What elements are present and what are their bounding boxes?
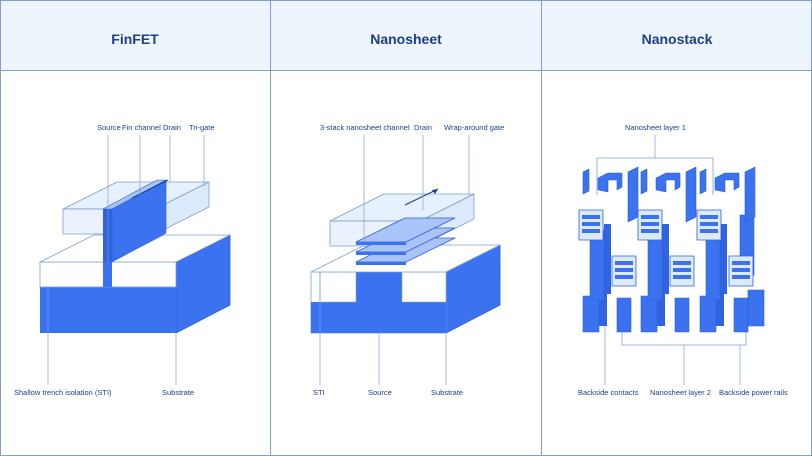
label-backside-power-rails: Backside power rails: [719, 388, 788, 397]
header-band: [0, 0, 812, 71]
label-nanosheet-layer-2: Nanosheet layer 2: [650, 388, 711, 397]
finfet-fin-front: [103, 209, 112, 262]
finfet-substrate-front: [40, 287, 176, 333]
label-backside-contacts: Backside contacts: [578, 388, 639, 397]
divider-1: [270, 0, 271, 456]
nanostack-rails: [582, 289, 765, 333]
label-wrap-around-gate: Wrap-around gate: [444, 123, 504, 132]
nanostack-upper-stacks: [578, 209, 722, 241]
label-sti: Shallow trench isolation (STI): [14, 388, 112, 397]
label-source: Source: [97, 123, 121, 132]
title-finfet: FinFET: [111, 31, 159, 47]
title-nanostack: Nanostack: [641, 31, 713, 47]
nanostack-diagram: Nanosheet layer 1 Backside contacts Nano…: [578, 123, 788, 397]
nanosheet-diagram: 3-stack nanosheet channel Drain Wrap-aro…: [310, 123, 504, 397]
label-drain-2: Drain: [414, 123, 432, 132]
label-source-2: Source: [368, 388, 392, 397]
finfet-fin-stub: [103, 262, 112, 287]
nanostack-lower-stacks: [611, 255, 754, 287]
label-drain: Drain: [163, 123, 181, 132]
label-substrate: Substrate: [162, 388, 194, 397]
finfet-diagram: Source Fin channel Drain Tri-gate Shallo…: [14, 123, 231, 397]
nanosheet-notch-l: [319, 271, 357, 303]
title-nanosheet: Nanosheet: [370, 31, 442, 47]
finfet-fin-top: [102, 179, 167, 210]
label-3-stack-channel: 3-stack nanosheet channel: [320, 123, 410, 132]
label-fin-channel: Fin channel: [122, 123, 161, 132]
nanosheet-sti-left: [311, 302, 356, 333]
label-nanosheet-layer-1: Nanosheet layer 1: [625, 123, 686, 132]
nanostack-top-gates: [582, 166, 756, 223]
nanosheet-sti-right: [402, 302, 446, 333]
nanosheet-notch-r: [401, 271, 447, 303]
label-sti-2: STI: [313, 388, 325, 397]
label-tri-gate: Tri-gate: [189, 123, 215, 132]
nanosheet-fin-column: [356, 272, 402, 333]
label-substrate-2: Substrate: [431, 388, 463, 397]
divider-2: [541, 0, 542, 456]
